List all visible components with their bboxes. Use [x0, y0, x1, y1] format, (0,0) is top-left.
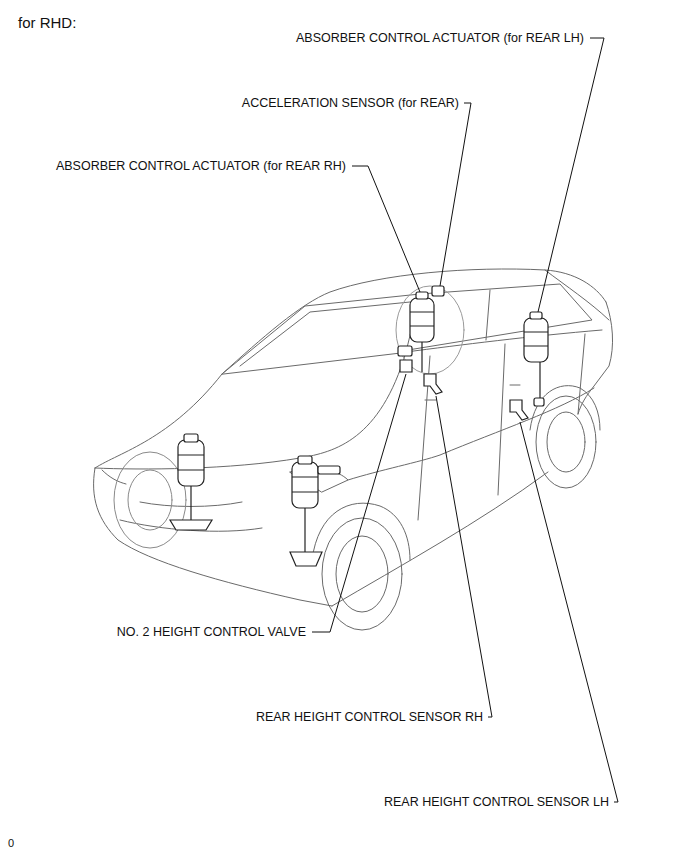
part-name: ABSORBER CONTROL ACTUATOR (for REAR LH) [296, 32, 584, 45]
part-name: ABSORBER CONTROL ACTUATOR (for REAR RH) [56, 160, 346, 173]
part-name: NO. 2 HEIGHT CONTROL VALVE [117, 626, 306, 639]
variant-heading: for RHD: [18, 15, 76, 30]
part-name: REAR HEIGHT CONTROL SENSOR RH [256, 711, 483, 724]
part-name: REAR HEIGHT CONTROL SENSOR LH [384, 796, 609, 809]
part-name: ACCELERATION SENSOR (for REAR) [242, 97, 459, 110]
figure-id: 0 [8, 838, 14, 849]
